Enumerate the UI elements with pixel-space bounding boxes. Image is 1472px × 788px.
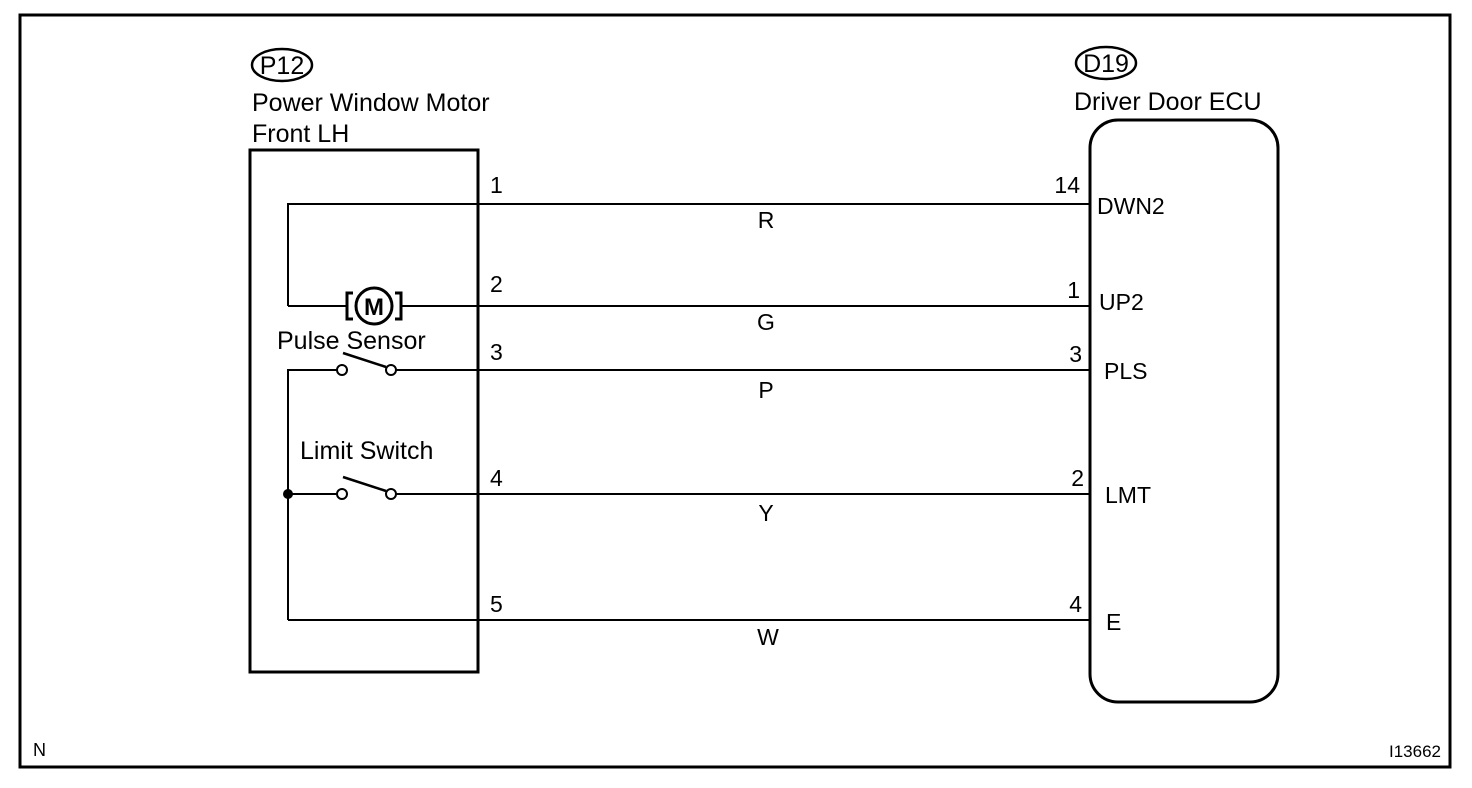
- wire-3: 3 P 3 PLS: [396, 339, 1147, 403]
- wire-4: 4 Y 2 LMT: [396, 465, 1151, 526]
- ecu-pin-1: 14: [1054, 172, 1080, 198]
- motor-pin-4: 4: [490, 465, 503, 491]
- limit-switch-label: Limit Switch: [300, 437, 433, 465]
- pulse-sensor-switch-icon: [287, 351, 397, 620]
- wire-1: 1 R 14 DWN2: [287, 172, 1165, 306]
- motor-connector-box: [248, 148, 480, 674]
- motor-icon: M: [345, 286, 403, 326]
- ecu-pin-2: 1: [1067, 277, 1080, 303]
- pulse-sensor-label: Pulse Sensor: [277, 327, 426, 355]
- ecu-connector-code: D19: [1083, 50, 1129, 78]
- ecu-terminal-2: UP2: [1099, 289, 1144, 315]
- junction-dot: [283, 489, 293, 499]
- motor-pin-5: 5: [490, 591, 503, 617]
- motor-connector-code: P12: [260, 52, 304, 80]
- footer-left-code: N: [33, 740, 46, 760]
- wire-color-5: W: [757, 624, 779, 650]
- wire-color-3: P: [758, 377, 773, 403]
- wire-5: 5 W 4 E: [288, 591, 1121, 650]
- ecu-terminal-3: PLS: [1104, 358, 1147, 384]
- limit-switch-icon: [283, 475, 397, 500]
- motor-symbol-letter: M: [364, 294, 384, 321]
- ecu-connector-code-oval: [1074, 45, 1138, 81]
- motor-pin-1: 1: [490, 172, 503, 198]
- ecu-name: Driver Door ECU: [1074, 88, 1262, 116]
- ecu-box: [1088, 118, 1280, 704]
- motor-name-line2: Front LH: [252, 120, 349, 148]
- ecu-pin-4: 2: [1071, 465, 1084, 491]
- motor-pin-2: 2: [490, 271, 503, 297]
- motor-connector-code-oval: [250, 47, 314, 83]
- diagram-frame: [18, 13, 1452, 769]
- figure-id: I13662: [1389, 742, 1441, 761]
- motor-name-line1: Power Window Motor: [252, 89, 490, 117]
- wire-color-4: Y: [758, 500, 773, 526]
- ecu-terminal-1: DWN2: [1097, 193, 1165, 219]
- motor-pin-3: 3: [490, 339, 503, 365]
- ecu-pin-5: 4: [1069, 591, 1082, 617]
- ecu-terminal-5: E: [1106, 609, 1121, 635]
- ecu-terminal-4: LMT: [1105, 482, 1151, 508]
- wire-color-1: R: [758, 207, 775, 233]
- ecu-pin-3: 3: [1069, 341, 1082, 367]
- wire-2: 2 G 1 UP2: [288, 271, 1144, 335]
- wire-color-2: G: [757, 309, 775, 335]
